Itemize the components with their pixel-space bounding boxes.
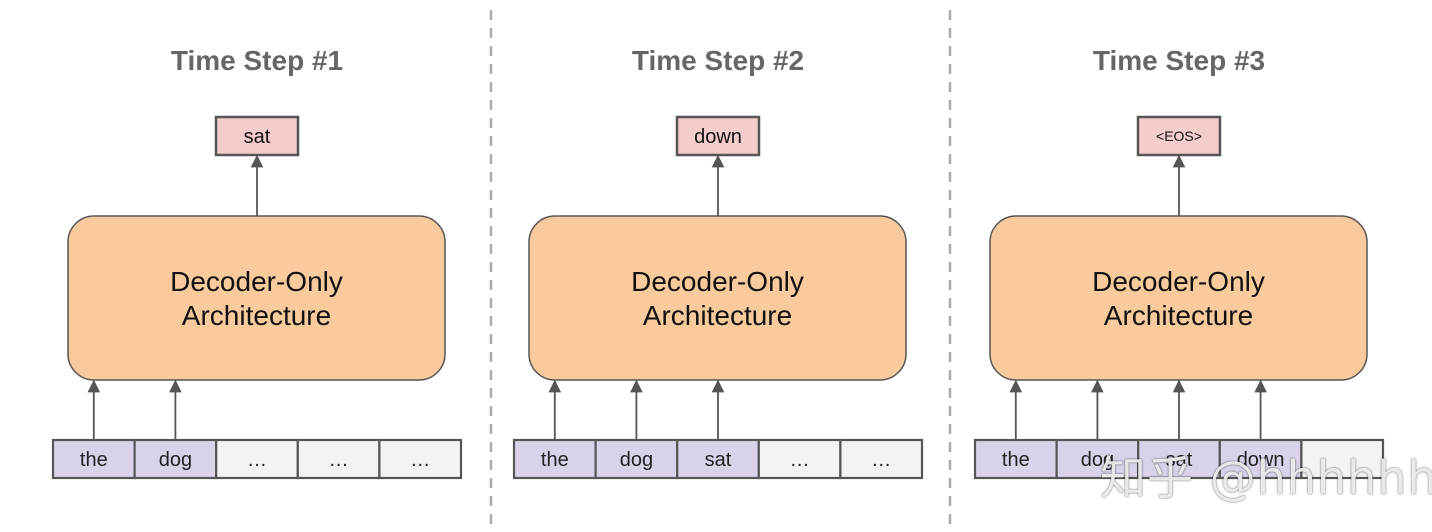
decoder-label-line: Decoder-Only [631, 266, 804, 297]
step-title: Time Step #1 [171, 45, 343, 76]
decoder-box [989, 215, 1368, 381]
input-token-label: sat [705, 449, 732, 471]
input-token-label: the [1002, 449, 1030, 471]
decoder-box [528, 215, 907, 381]
input-token-label: sat [1166, 449, 1193, 471]
decoder-label-line: Architecture [643, 300, 792, 331]
input-token-box [1300, 438, 1385, 480]
watermark: 知乎 @hhhhhh [1100, 451, 1432, 505]
input-token-label: dog [620, 449, 653, 471]
input-token-label: dog [159, 449, 192, 471]
step-title: Time Step #3 [1093, 45, 1265, 76]
input-token-box [594, 438, 679, 480]
output-token-box [675, 115, 761, 157]
decoder-box [67, 215, 446, 381]
input-token-label: the [80, 449, 108, 471]
input-token-label: … [247, 449, 267, 471]
decoder-label-line: Architecture [1104, 300, 1253, 331]
decoder-label-line: Decoder-Only [1092, 266, 1265, 297]
input-token-label: down [1237, 449, 1285, 471]
input-token-label: … [329, 449, 349, 471]
input-token-label: dog [1081, 449, 1114, 471]
output-token-label: down [694, 126, 742, 148]
input-token-label: … [790, 449, 810, 471]
output-token-box [214, 115, 300, 157]
input-token-label: the [541, 449, 569, 471]
input-token-box [839, 438, 924, 480]
time-step-panel-3: Time Step #3 <EOS> Decoder-OnlyArchitectur… [973, 45, 1385, 480]
time-step-panel-2: Time Step #2 downDecoder-OnlyArchitecture… [512, 45, 924, 480]
output-token-label: <EOS> [1156, 128, 1202, 144]
input-token-box [757, 438, 842, 480]
step-title: Time Step #2 [632, 45, 804, 76]
input-token-box [973, 438, 1058, 480]
decoder-label-line: Decoder-Only [170, 266, 343, 297]
input-token-box [1055, 438, 1140, 480]
decoder-label-line: Architecture [182, 300, 331, 331]
input-token-box [378, 438, 463, 480]
input-token-label: … [410, 449, 430, 471]
input-token-label: … [871, 449, 891, 471]
output-token-label: sat [244, 126, 271, 148]
